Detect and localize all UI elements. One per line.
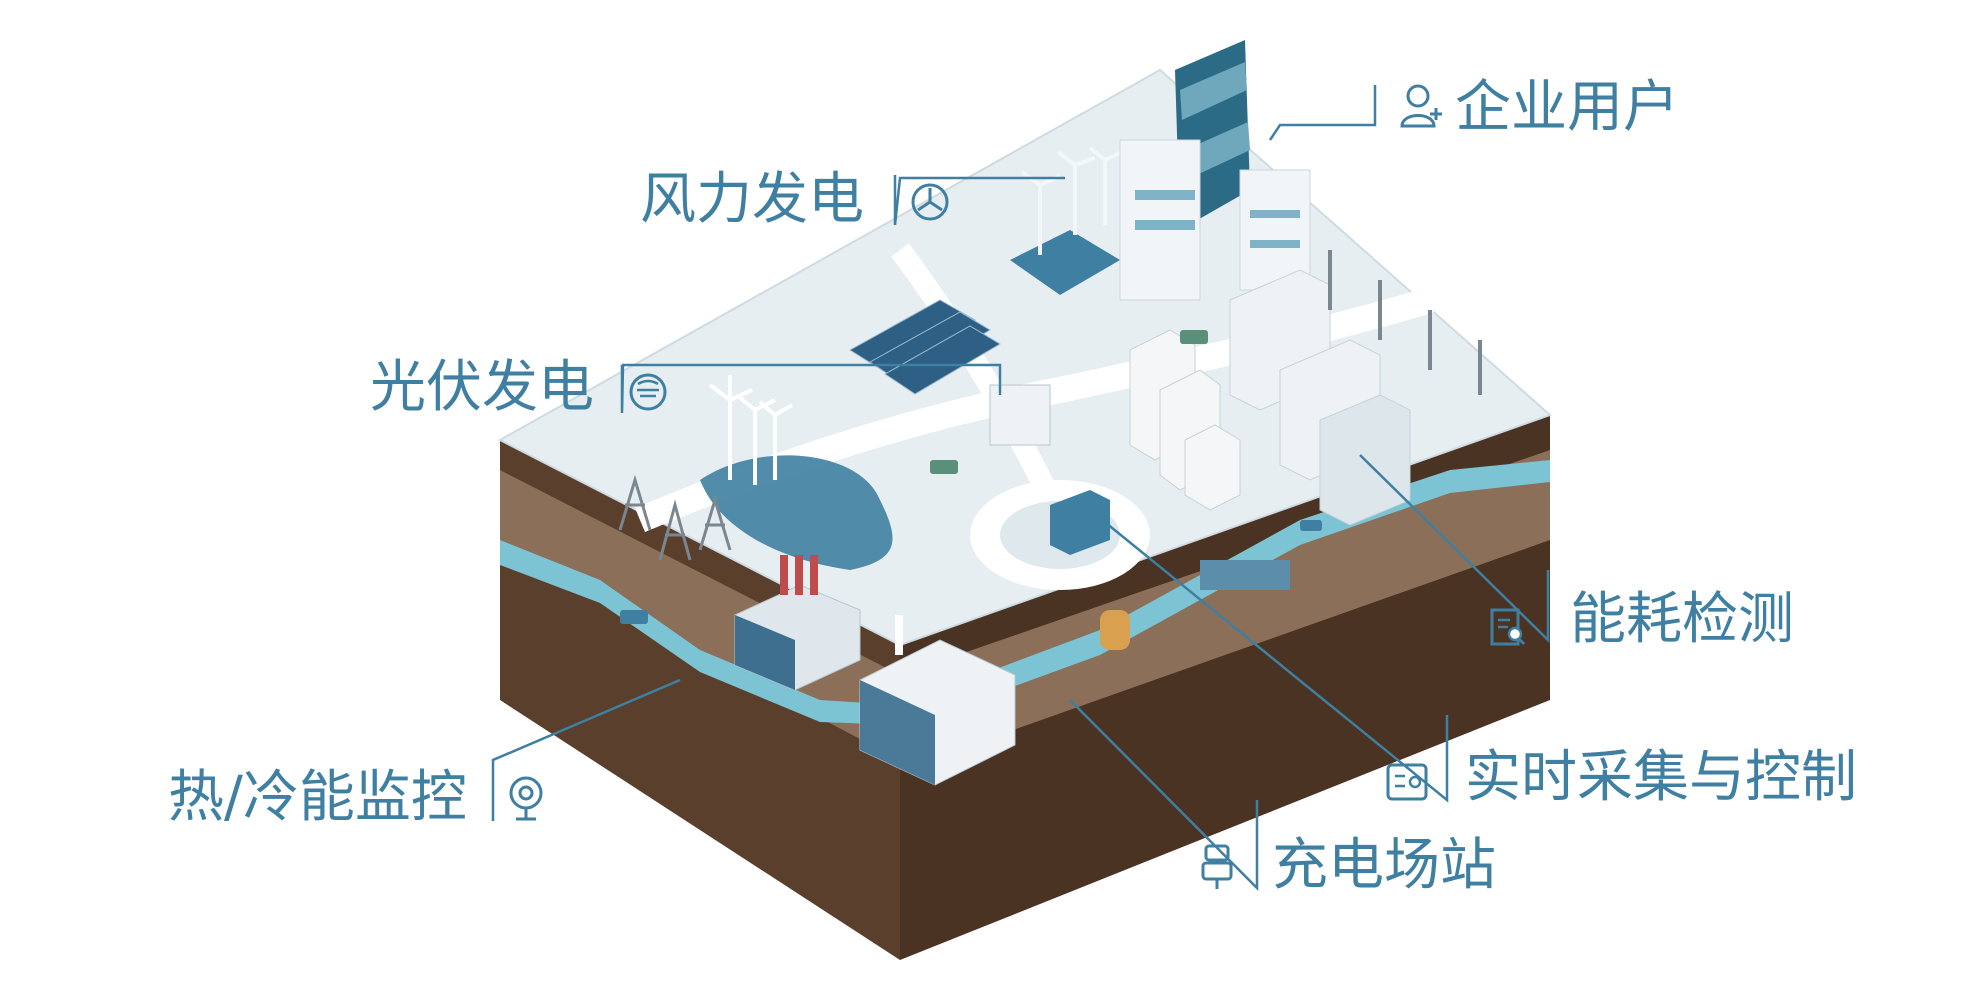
office-towers xyxy=(1119,40,1311,301)
water-layer-right xyxy=(900,460,1550,728)
label-wind-power: 风力发电 xyxy=(640,167,864,232)
lake xyxy=(700,455,893,570)
power-poles xyxy=(1328,250,1482,395)
control-card-icon xyxy=(1386,763,1428,801)
label-realtime-collection-control: 实时采集与控制 xyxy=(1465,745,1857,810)
label-enterprise-users: 企业用户 xyxy=(1455,75,1679,140)
user-add-icon xyxy=(1400,84,1442,128)
control-center xyxy=(989,384,1290,650)
transmission-towers xyxy=(618,474,732,561)
solar-panel-icon xyxy=(629,373,667,411)
wind-farm-lake xyxy=(1010,230,1120,295)
water-layer-left xyxy=(500,540,900,725)
label-solar-power: 光伏发电 xyxy=(370,355,594,420)
label-heat-cold-monitoring: 热/冷能监控 xyxy=(168,765,467,830)
charger-icon xyxy=(1201,844,1233,889)
label-charging-station: 充电场站 xyxy=(1272,833,1496,898)
fan-icon xyxy=(911,183,949,221)
webcam-icon xyxy=(509,776,543,821)
right-buildings xyxy=(1129,269,1411,526)
vehicles xyxy=(620,330,1322,624)
clipboard-search-icon xyxy=(1490,608,1526,646)
label-energy-monitoring: 能耗检测 xyxy=(1570,587,1794,652)
factories xyxy=(734,555,1016,786)
callout-leader-lines xyxy=(491,85,1550,892)
wind-turbines-left xyxy=(708,375,794,485)
